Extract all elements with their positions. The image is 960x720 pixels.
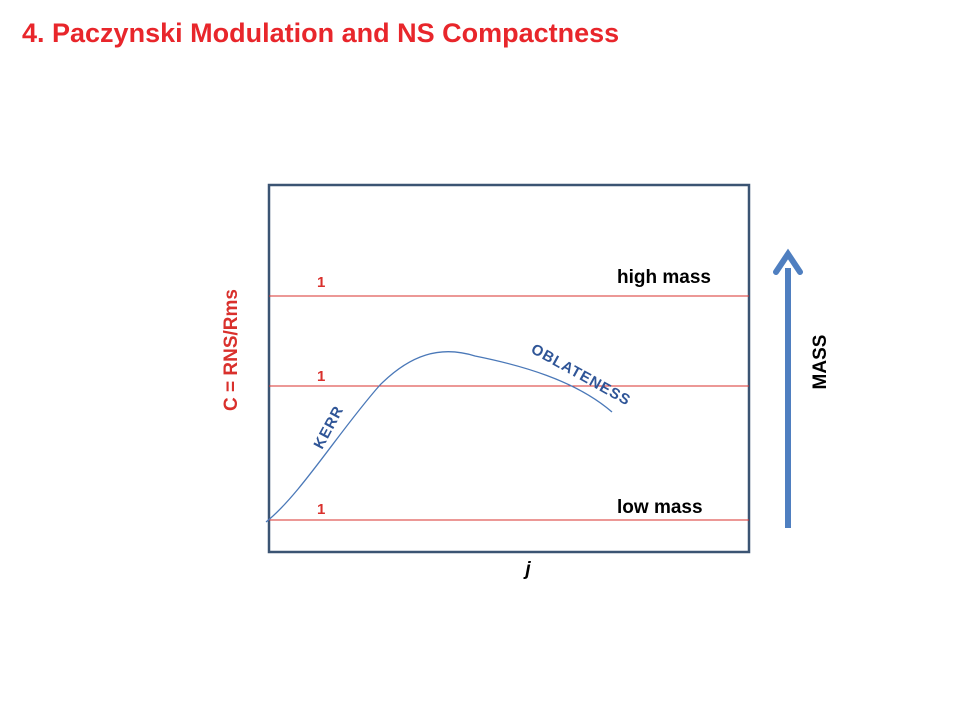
kerr-label: KERR — [311, 403, 348, 452]
y-axis-label: C = RNS/Rms — [221, 289, 242, 411]
mass-arrow-label: MASS — [810, 335, 831, 390]
line-label-high: 1 — [317, 274, 325, 291]
x-axis-label: j — [522, 559, 531, 580]
compactness-curve — [265, 351, 613, 523]
line-label-low: 1 — [317, 501, 325, 518]
line-label-mid: 1 — [317, 368, 325, 385]
mass-arrow-head — [773, 248, 803, 275]
high-mass-label: high mass — [617, 267, 711, 288]
slide-title: 4. Paczynski Modulation and NS Compactne… — [22, 18, 620, 48]
plot-frame — [267, 183, 751, 554]
low-mass-label: low mass — [617, 497, 703, 518]
